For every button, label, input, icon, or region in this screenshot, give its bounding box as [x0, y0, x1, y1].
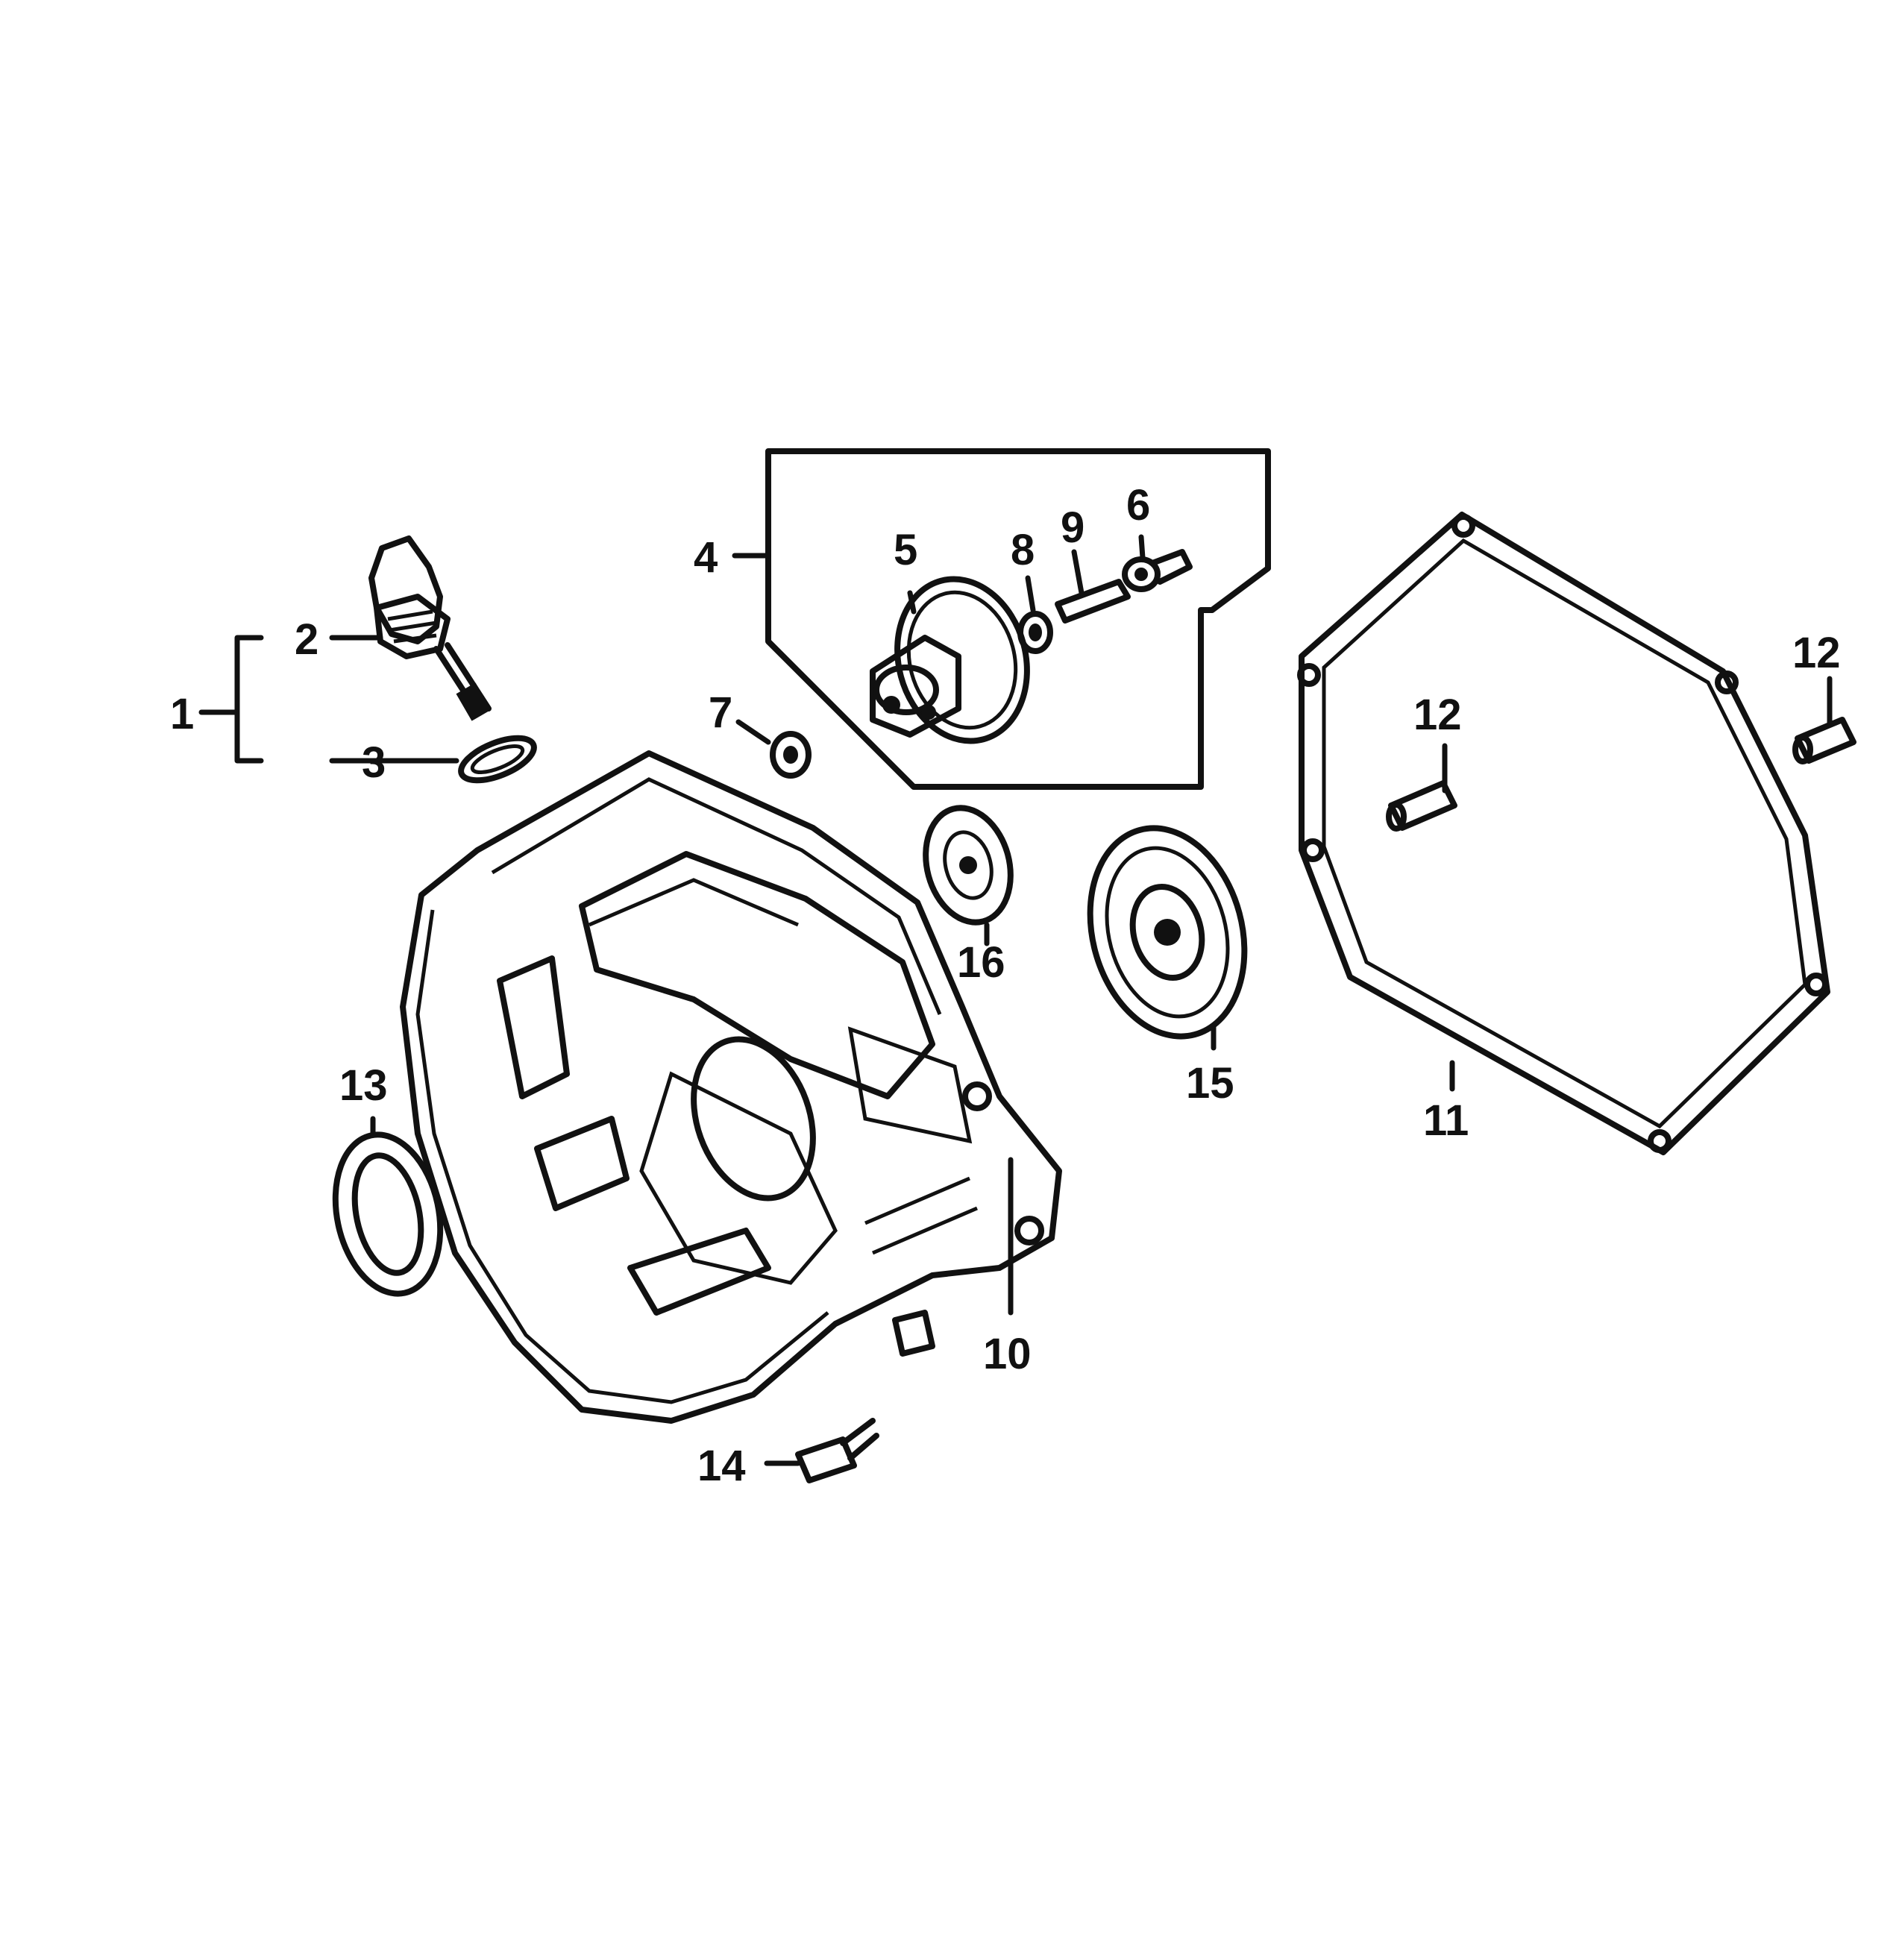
callout-14: 14 — [697, 1442, 746, 1490]
callout-3: 3 — [362, 738, 386, 787]
callout-2: 2 — [295, 615, 318, 664]
part-9-pin — [1055, 579, 1131, 624]
part-12b-dowel-pin — [1792, 717, 1856, 764]
callout-8: 8 — [1011, 526, 1035, 574]
callout-13: 13 — [339, 1061, 388, 1110]
callout-11: 11 — [1423, 1096, 1469, 1145]
part-14-bolt — [795, 1418, 879, 1483]
part-11-gasket — [1297, 512, 1830, 1155]
callout-1: 1 — [170, 690, 194, 738]
part-6-bolt — [1122, 549, 1193, 592]
part-12a-dowel-pin — [1386, 780, 1457, 832]
callout-16: 16 — [957, 938, 1005, 987]
callout-6: 6 — [1126, 481, 1150, 530]
part-3-gasket — [458, 735, 537, 784]
callout-10: 10 — [983, 1330, 1032, 1378]
part-7-nut — [770, 731, 812, 779]
part-5-gear — [870, 576, 1030, 744]
leader-lines — [198, 534, 1833, 1466]
callout-9: 9 — [1061, 503, 1085, 552]
callout-7: 7 — [709, 688, 732, 737]
part-4-group-frame — [765, 448, 1271, 790]
part-10-crankcase-cover — [400, 750, 1062, 1424]
part-16-bearing — [923, 805, 1014, 926]
callout-labels: 1 2 3 4 5 6 7 8 9 10 11 12 12 13 14 15 1… — [170, 481, 1841, 1490]
callout-4: 4 — [694, 533, 718, 582]
callout-5: 5 — [894, 526, 917, 574]
part-2-sensor — [368, 535, 492, 721]
part-13-oil-seal — [332, 1131, 444, 1297]
callout-12a: 12 — [1413, 691, 1462, 739]
callout-12b: 12 — [1792, 629, 1841, 677]
part-8-washer — [1017, 611, 1053, 654]
callout-15: 15 — [1186, 1059, 1234, 1108]
part-15-bearing — [1087, 825, 1248, 1040]
